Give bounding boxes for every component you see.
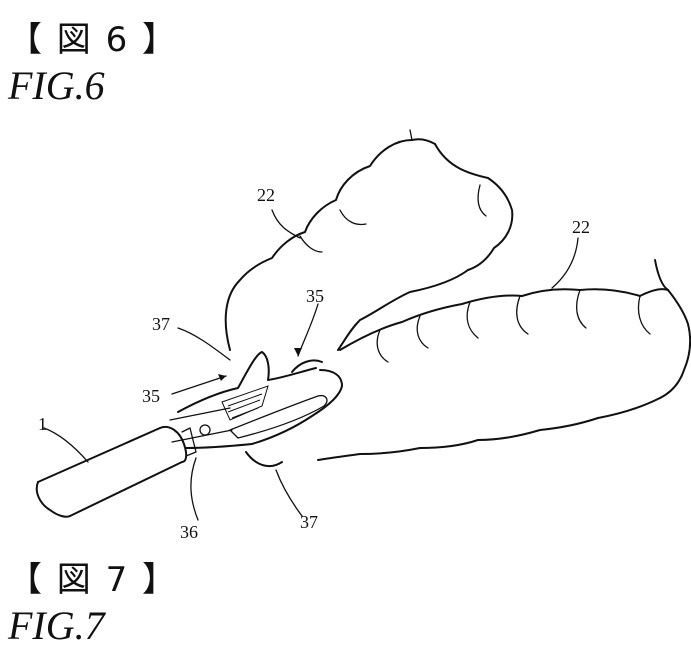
label-35-left: 35 — [142, 386, 160, 406]
label-37-lower: 37 — [300, 512, 318, 532]
cloth-upper — [226, 130, 513, 350]
label-35-right: 35 — [306, 286, 324, 306]
label-37-upper: 37 — [152, 314, 170, 334]
label-1-cable: 1 — [38, 414, 47, 434]
figure-7-title: FIG.7 — [8, 602, 105, 649]
label-22-right: 22 — [572, 217, 590, 237]
cable — [37, 427, 196, 517]
label-22-upper: 22 — [257, 185, 275, 205]
cloth-right — [318, 260, 690, 460]
label-36-pivot: 36 — [180, 522, 198, 542]
leader-lines — [44, 210, 578, 520]
figure-7-jp-heading: 【 図 7 】 — [8, 552, 178, 601]
